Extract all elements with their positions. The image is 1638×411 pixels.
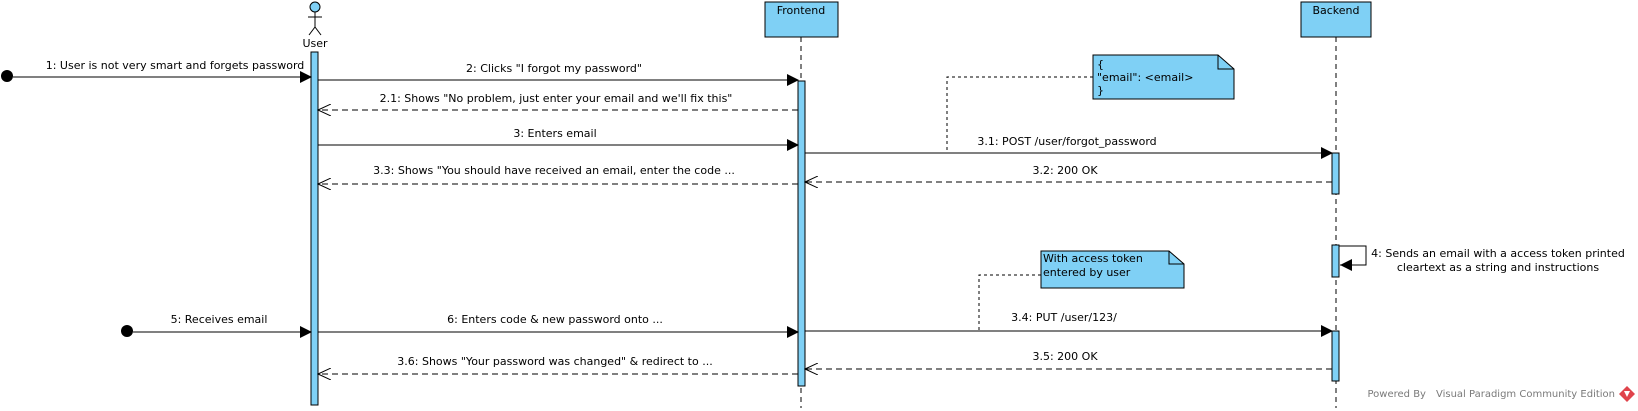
note-email-line1: {: [1097, 58, 1104, 71]
participant-frontend-label: Frontend: [777, 4, 826, 17]
powered-by-label: Powered By Visual Paradigm Community Edi…: [1368, 389, 1616, 400]
message-4-label-line2: cleartext as a string and instructions: [1397, 261, 1599, 274]
note-email-line3: }: [1097, 84, 1104, 97]
message-1-label: 1: User is not very smart and forgets pa…: [46, 59, 305, 72]
note-access-line1: With access token: [1043, 252, 1143, 265]
message-4-arrowhead: [1340, 259, 1352, 271]
note-access-connector: [978, 274, 1041, 331]
note-access-token[interactable]: With access token entered by user: [1040, 250, 1185, 289]
actor-user[interactable]: User: [302, 1, 328, 50]
message-4-self-arrow[interactable]: [1339, 245, 1367, 266]
note-email-line2: "email": <email>: [1097, 71, 1193, 84]
message-6-label: 6: Enters code & new password onto ...: [447, 313, 663, 326]
message-2-1-label: 2.1: Shows "No problem, just enter your …: [380, 92, 733, 105]
message-3-2-label: 3.2: 200 OK: [1032, 164, 1098, 177]
activation-user[interactable]: [310, 51, 319, 406]
note-email-connector: [946, 76, 1093, 153]
message-5-label: 5: Receives email: [171, 313, 268, 326]
message-3-1-label: 3.1: POST /user/forgot_password: [977, 135, 1156, 148]
message-3-3-label: 3.3: Shows "You should have received an …: [373, 164, 735, 177]
message-4-label-line1: 4: Sends an email with a access token pr…: [1371, 247, 1625, 260]
participant-backend[interactable]: Backend: [1300, 1, 1372, 38]
message-3-6-label: 3.6: Shows "Your password was changed" &…: [397, 355, 712, 368]
note-access-line2: entered by user: [1043, 266, 1131, 279]
participant-user-label: User: [302, 37, 328, 50]
participant-backend-label: Backend: [1312, 4, 1359, 17]
found-message-dot-1: [1, 70, 13, 82]
activation-backend-3[interactable]: [1331, 330, 1340, 382]
found-message-dot-5: [121, 325, 133, 337]
visual-paradigm-logo-icon: [1619, 386, 1635, 402]
participant-frontend[interactable]: Frontend: [764, 1, 839, 38]
activation-backend-1[interactable]: [1331, 152, 1340, 195]
message-3-5-label: 3.5: 200 OK: [1032, 350, 1098, 363]
activation-backend-2[interactable]: [1331, 244, 1340, 278]
message-3-label: 3: Enters email: [513, 127, 596, 140]
activation-frontend[interactable]: [797, 80, 806, 387]
message-2-label: 2: Clicks "I forgot my password": [466, 62, 642, 75]
actor-head-icon: [309, 1, 321, 13]
note-email-json[interactable]: { "email": <email> }: [1092, 54, 1235, 100]
message-3-4-label: 3.4: PUT /user/123/: [1011, 311, 1117, 324]
